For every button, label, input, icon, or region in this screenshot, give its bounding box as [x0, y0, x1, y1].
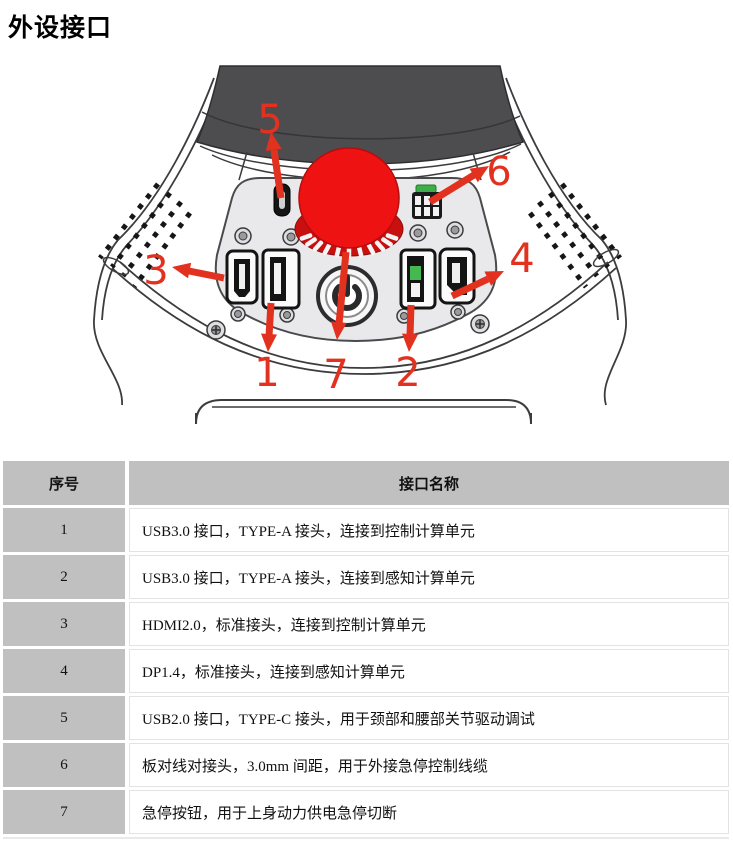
table-row: 1 USB3.0 接口，TYPE-A 接头，连接到控制计算单元 — [3, 508, 729, 552]
table-row: 5 USB2.0 接口，TYPE-C 接头，用于颈部和腰部关节驱动调试 — [3, 696, 729, 740]
row-num-cell: 4 — [3, 649, 125, 693]
table-row: 2 USB3.0 接口，TYPE-A 接头，连接到感知计算单元 — [3, 555, 729, 599]
column-gap — [125, 508, 129, 552]
callout-label-2: 2 — [395, 350, 420, 396]
column-gap — [125, 461, 129, 505]
column-gap — [125, 790, 129, 834]
usb-a-port-right — [399, 248, 437, 310]
table-bottom-border — [3, 837, 729, 839]
table-row: 3 HDMI2.0，标准接头，连接到控制计算单元 — [3, 602, 729, 646]
row-name-cell: HDMI2.0，标准接头，连接到控制计算单元 — [129, 602, 729, 646]
column-gap — [125, 602, 129, 646]
row-num-cell: 7 — [3, 790, 125, 834]
callout-label-4: 4 — [509, 236, 534, 282]
callout-label-3: 3 — [143, 248, 168, 294]
callout-labels: 1 2 3 4 5 6 7 — [143, 97, 534, 398]
row-name-cell: DP1.4，标准接头，连接到感知计算单元 — [129, 649, 729, 693]
table-row: 7 急停按钮，用于上身动力供电急停切断 — [3, 790, 729, 834]
lower-back-plate — [195, 399, 532, 425]
collar-seam — [111, 261, 617, 375]
row-name-cell: USB3.0 接口，TYPE-A 接头，连接到感知计算单元 — [129, 555, 729, 599]
left-handle-detail — [102, 256, 130, 276]
table-row: 6 板对线对接头，3.0mm 间距，用于外接急停控制线缆 — [3, 743, 729, 787]
column-gap — [125, 555, 129, 599]
usb-a-port-left — [261, 248, 301, 310]
callout-arrow-1 — [261, 302, 277, 352]
robot-back-ports-figure: 1 2 3 4 5 6 7 — [0, 60, 733, 460]
callout-label-6: 6 — [486, 149, 511, 195]
callout-label-1: 1 — [254, 350, 279, 396]
right-handle-detail — [592, 248, 620, 268]
callout-label-7: 7 — [323, 352, 348, 398]
col-header-index: 序号 — [3, 461, 125, 505]
column-gap — [125, 696, 129, 740]
callout-arrow-2 — [402, 304, 418, 352]
interface-table: 序号 接口名称 1 USB3.0 接口，TYPE-A 接头，连接到控制计算单元 … — [3, 461, 729, 839]
table-header-row: 序号 接口名称 — [3, 461, 729, 505]
row-name-cell: USB2.0 接口，TYPE-C 接头，用于颈部和腰部关节驱动调试 — [129, 696, 729, 740]
callout-label-5: 5 — [257, 97, 282, 143]
left-vent-hatch-icon — [98, 182, 192, 289]
table-row: 4 DP1.4，标准接头，连接到感知计算单元 — [3, 649, 729, 693]
callout-arrow-5 — [265, 132, 285, 199]
row-num-cell: 2 — [3, 555, 125, 599]
callout-arrows — [172, 132, 504, 352]
col-header-name: 接口名称 — [129, 461, 729, 505]
row-num-cell: 5 — [3, 696, 125, 740]
right-vent-hatch-icon — [528, 182, 622, 289]
row-name-cell: 板对线对接头，3.0mm 间距，用于外接急停控制线缆 — [129, 743, 729, 787]
emergency-stop-button — [294, 147, 404, 259]
row-name-cell: 急停按钮，用于上身动力供电急停切断 — [129, 790, 729, 834]
column-gap — [125, 743, 129, 787]
power-button-icon — [316, 265, 378, 327]
callout-arrow-4 — [450, 271, 504, 300]
robot-figure-svg: 1 2 3 4 5 6 7 — [93, 65, 627, 425]
row-num-cell: 3 — [3, 602, 125, 646]
callout-arrow-3 — [172, 262, 225, 282]
column-gap — [125, 649, 129, 693]
page-title: 外设接口 — [8, 15, 113, 42]
callout-arrow-7 — [330, 251, 350, 340]
estop-connector — [412, 184, 442, 219]
callout-arrow-6 — [428, 166, 489, 205]
row-num-cell: 1 — [3, 508, 125, 552]
row-name-cell: USB3.0 接口，TYPE-A 接头，连接到控制计算单元 — [129, 508, 729, 552]
row-num-cell: 6 — [3, 743, 125, 787]
hdmi-port — [225, 249, 259, 305]
